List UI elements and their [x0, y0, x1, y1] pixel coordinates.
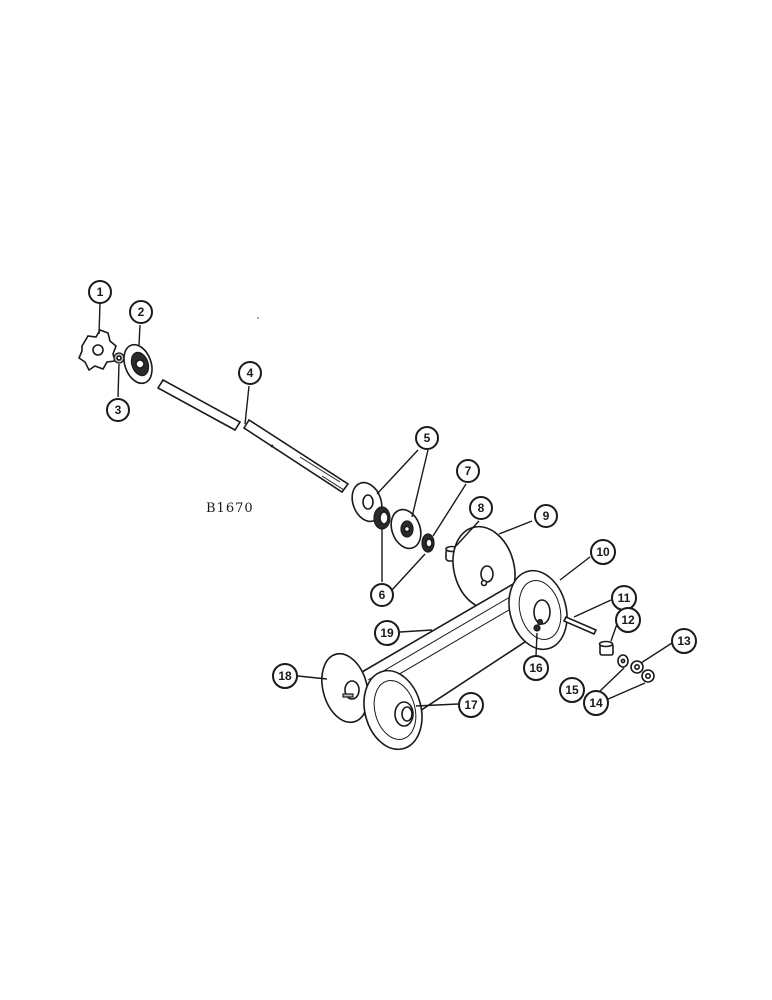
callout-15-label: 15: [565, 683, 579, 697]
part-13-nut: [630, 660, 644, 674]
callout-14: 14: [583, 690, 609, 716]
callout-18-label: 18: [278, 669, 292, 683]
callout-7: 7: [456, 459, 480, 483]
callout-7-label: 7: [465, 464, 472, 478]
callout-16: 16: [523, 655, 549, 681]
callout-4-label: 4: [247, 366, 254, 380]
callout-9: 9: [534, 504, 558, 528]
callout-2: 2: [129, 300, 153, 324]
callout-13-label: 13: [677, 634, 691, 648]
callout-18: 18: [272, 663, 298, 689]
callout-19: 19: [374, 620, 400, 646]
leader-lines: [98, 302, 673, 707]
callout-11: 11: [611, 585, 637, 611]
callout-14-label: 14: [589, 696, 603, 710]
callout-10: 10: [590, 539, 616, 565]
callout-5-label: 5: [424, 431, 431, 445]
callout-3: 3: [106, 398, 130, 422]
part-16-set-screw: [533, 624, 541, 632]
callout-15: 15: [559, 677, 585, 703]
part-2-flange: [123, 343, 153, 385]
callout-12-label: 12: [621, 613, 635, 627]
callout-5: 5: [415, 426, 439, 450]
callout-9-label: 9: [543, 509, 550, 523]
callout-17: 17: [458, 692, 484, 718]
callout-17-label: 17: [464, 698, 478, 712]
callout-1: 1: [88, 280, 112, 304]
callout-12: 12: [615, 607, 641, 633]
callout-10-label: 10: [596, 545, 610, 559]
callout-6: 6: [370, 583, 394, 607]
part-14-nut: [641, 669, 655, 683]
callout-8-label: 8: [478, 501, 485, 515]
part-4-shaft: [156, 378, 350, 494]
part-10-pulley: [508, 569, 568, 651]
callout-6-label: 6: [379, 588, 386, 602]
drawing-reference-code: B1670: [206, 501, 254, 516]
stray-mark: [257, 317, 259, 319]
callout-4: 4: [238, 361, 262, 385]
part-15-washer: [617, 654, 629, 668]
part-11-key: [562, 615, 598, 636]
callout-11-label: 11: [618, 591, 631, 605]
callout-1-label: 1: [97, 285, 104, 299]
part-3-nut: [113, 352, 125, 364]
part-1-sprocket: [78, 329, 117, 372]
callout-8: 8: [469, 496, 493, 520]
part-17-pulley: [363, 669, 423, 751]
callout-16-label: 16: [529, 661, 543, 675]
part-12-spacer: [598, 640, 614, 656]
callout-13: 13: [671, 628, 697, 654]
callout-2-label: 2: [138, 305, 145, 319]
part-18-pulley: [321, 652, 369, 724]
callout-3-label: 3: [115, 403, 122, 417]
callout-19-label: 19: [380, 626, 394, 640]
